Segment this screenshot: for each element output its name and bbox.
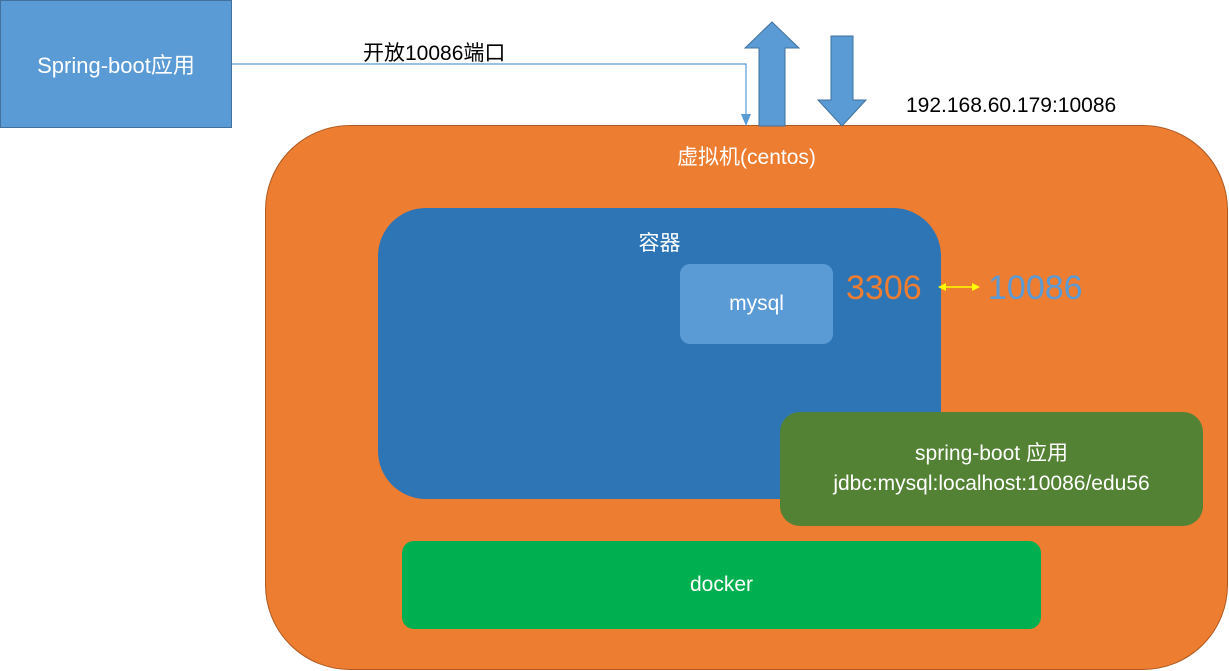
docker-label: docker [689,573,754,596]
internal-app-box: spring-boot 应用 jdbc:mysql:localhost:1008… [780,412,1203,526]
port-mapping-arrowhead-left [938,283,946,291]
vm-title: 虚拟机(centos) [677,146,816,169]
open-port-label: 开放10086端口 [363,42,506,65]
internal-app-label: spring-boot 应用 [915,442,1068,465]
outbound-up-arrow [743,21,801,127]
container-title: 容器 [638,232,681,255]
mysql-label: mysql [729,292,784,315]
connector-line [232,63,747,118]
host-port-label: 10086 [988,269,1083,307]
container-port-label: 3306 [846,269,922,307]
spring-boot-app-box: Spring-boot应用 [0,0,232,128]
inbound-down-arrow [816,35,868,127]
spring-boot-app-label: Spring-boot应用 [37,53,195,78]
mysql-box: mysql [680,264,833,344]
port-mapping-arrowhead-right [972,283,980,291]
connector-arrowhead [741,114,751,126]
jdbc-url-label: jdbc:mysql:localhost:10086/edu56 [833,472,1150,495]
docker-box: docker [402,541,1041,629]
vm-address-label: 192.168.60.179:10086 [906,94,1117,117]
